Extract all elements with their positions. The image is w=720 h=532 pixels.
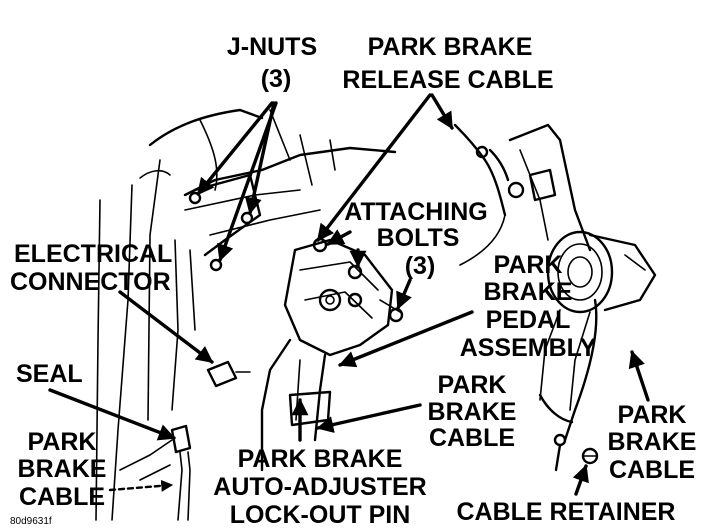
j-nuts-label-line1: J-NUTS [227,33,317,61]
pedal-assembly-label-line1: PARK [494,251,563,279]
j-nuts-label-line2: (3) [261,65,292,93]
j-nuts-arrow-3 [217,101,278,262]
release-cable-label-line1: PARK BRAKE [368,33,533,61]
release-cable-label-line2: RELEASE CABLE [342,66,553,94]
pedal-assembly-arrow [338,310,474,368]
right-cable-label-line1: PARK [618,401,687,429]
seal-arrow [48,388,176,441]
right-cable-label-line3: CABLE [609,456,695,484]
right-cable-arrow [628,350,650,402]
attaching-bolts-label-line2: BOLTS [377,224,460,252]
seal-label: SEAL [16,360,83,388]
release-cable-arrow-2 [430,93,454,130]
center-cable-label-line2: BRAKE [428,398,517,426]
attaching-bolts-label-line1: ATTACHING [344,198,488,226]
center-cable-arrow [316,403,422,433]
electrical-connector-label-line1: ELECTRICAL [14,240,172,268]
center-cable-label-line1: PARK [438,371,507,399]
left-cable-arrow [108,479,174,492]
pedal-assembly-label-line3: PEDAL [486,306,571,334]
lockout-pin-label-line2: AUTO-ADJUSTER [213,473,426,501]
attaching-bolts-label-line3: (3) [405,252,436,280]
lockout-pin-label-line3: LOCK-OUT PIN [230,501,411,529]
pedal-assembly-label-line2: BRAKE [484,278,573,306]
left-cable-label-line3: CABLE [19,483,105,511]
attaching-bolts-arrow-1 [326,229,352,246]
center-cable-label-line3: CABLE [429,424,515,452]
j-nuts-arrow-1 [196,101,274,196]
cable-retainer-arrow [572,464,589,496]
cable-retainer-label: CABLE RETAINER [457,498,676,526]
electrical-connector-label-line2: CONNECTOR [10,268,171,296]
right-cable-label-line2: BRAKE [608,428,697,456]
lockout-pin-label-line1: PARK BRAKE [238,445,403,473]
pedal-assembly-label-line4: ASSEMBLY [460,334,597,362]
figure-id: 80d9631f [10,516,52,527]
electrical-connector-arrow [118,290,214,364]
release-cable-arrow-1 [316,93,432,242]
attaching-bolts-arrow-3 [396,278,412,310]
left-cable-label-line1: PARK [28,428,97,456]
leader-arrows [48,93,650,496]
left-cable-label-line2: BRAKE [18,455,107,483]
callout-labels: J-NUTS (3) PARK BRAKE RELEASE CABLE ATTA… [10,33,696,529]
